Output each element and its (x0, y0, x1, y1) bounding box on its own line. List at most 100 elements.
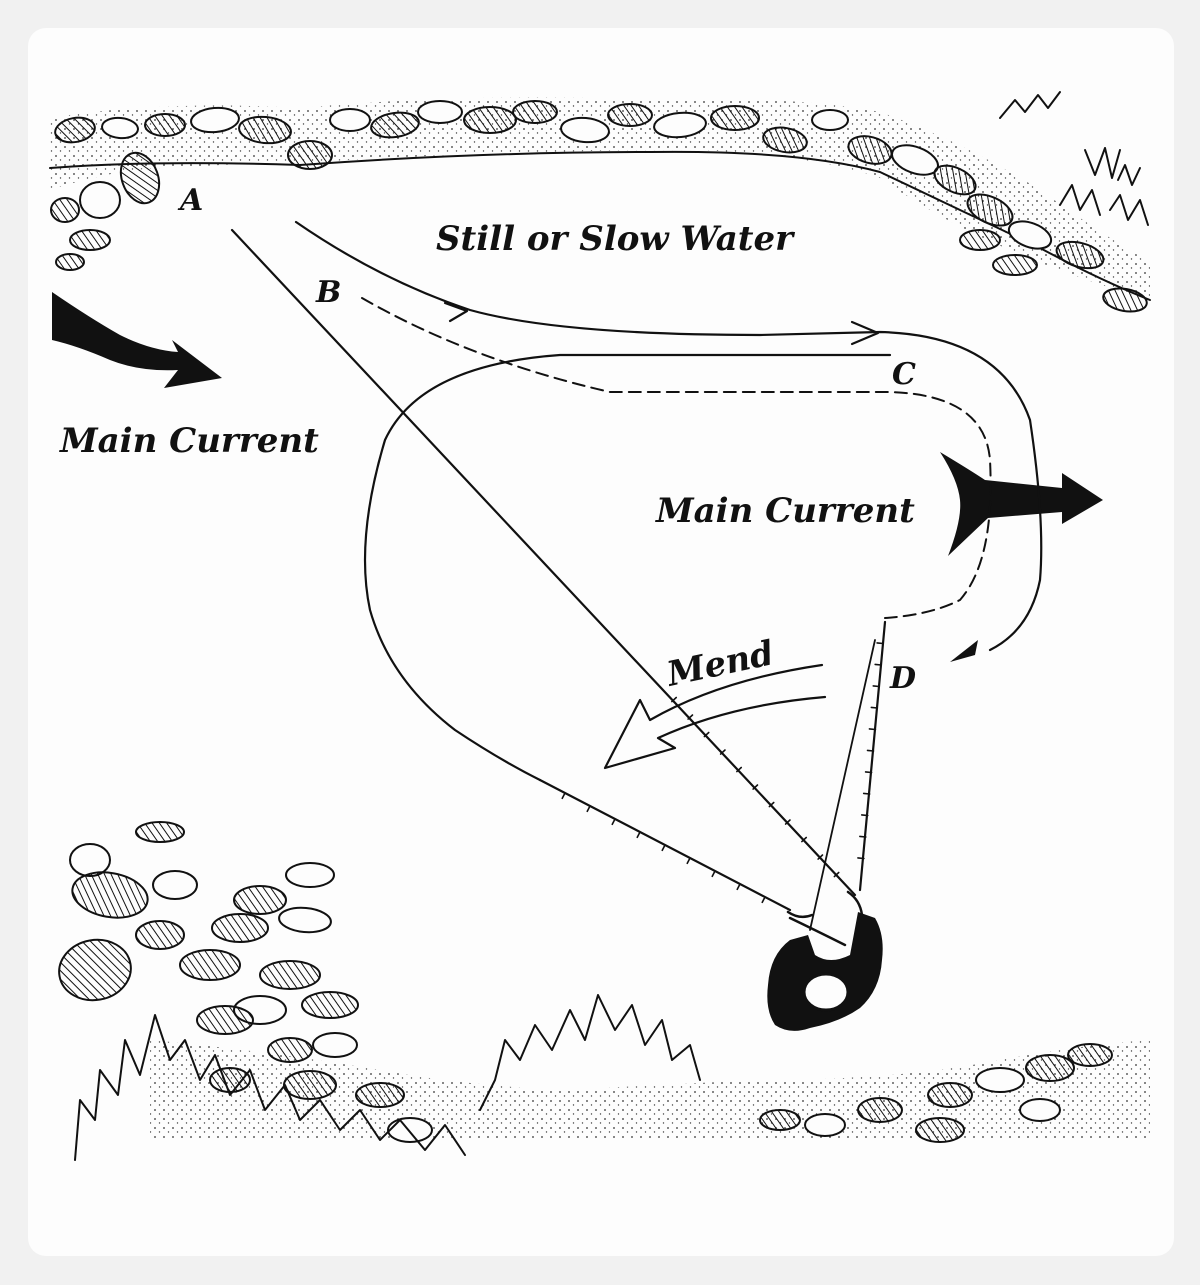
rod-tick (866, 749, 875, 752)
label-main-current-right: Main Current (655, 491, 915, 531)
rod-tick (736, 883, 741, 891)
stone (79, 181, 121, 219)
rod-tick (784, 819, 791, 825)
stone (607, 103, 653, 127)
rod-tick (636, 831, 641, 839)
stone (267, 1037, 313, 1063)
stone (55, 253, 85, 271)
drift-arrowhead-2 (850, 320, 880, 346)
stone (927, 1082, 973, 1108)
angler-hat (802, 972, 850, 1012)
stone (179, 949, 241, 981)
rod-tick (711, 870, 716, 878)
stone (233, 885, 287, 915)
stone (211, 913, 269, 943)
stone (387, 1117, 433, 1143)
stone (370, 111, 420, 139)
stone (992, 254, 1038, 276)
rod-tick (686, 857, 691, 865)
leader-line-d (858, 620, 887, 892)
rod-tick (761, 896, 766, 904)
stone (54, 116, 96, 144)
drift-path (294, 220, 1043, 652)
angler-figure (767, 890, 883, 1031)
dashed-path-b (361, 297, 992, 619)
stone (811, 109, 849, 131)
stone (933, 164, 977, 196)
stone (238, 115, 292, 145)
stone (71, 871, 149, 919)
rod-tick (671, 696, 678, 703)
stone (259, 960, 321, 990)
stone (560, 116, 610, 144)
loop-line-c (363, 353, 892, 782)
top-stones (50, 100, 1148, 313)
cast-line-a (230, 228, 857, 897)
stone (1019, 1098, 1061, 1122)
stone (69, 229, 111, 251)
angler-arm (786, 890, 864, 947)
rod-tick (611, 818, 616, 826)
stone (209, 1067, 251, 1093)
stone (915, 1117, 965, 1143)
rod-tick (833, 871, 840, 878)
rod-tick (736, 766, 743, 773)
bottom-stones (58, 821, 1113, 1143)
stone (653, 111, 707, 139)
top-grass (999, 91, 1149, 226)
stone (329, 108, 371, 132)
stone (762, 126, 808, 154)
stone (512, 100, 558, 124)
stone (804, 1113, 846, 1137)
label-point-a: A (177, 183, 203, 218)
stone (285, 862, 335, 888)
label-main-current-left: Main Current (59, 421, 319, 461)
rod-tick (876, 642, 884, 645)
rod-tick (703, 731, 710, 738)
main-current-arrow-right (940, 452, 1103, 556)
stone (312, 1032, 358, 1058)
rod-tick (857, 857, 865, 860)
label-mend: Mend (663, 633, 778, 695)
stone (301, 991, 359, 1019)
rod-tick-marks (561, 642, 884, 904)
stone (283, 1070, 337, 1100)
stone (69, 843, 111, 877)
stone (959, 229, 1001, 251)
stone (759, 1109, 801, 1131)
rod-tick (719, 749, 726, 755)
stone (975, 1067, 1025, 1093)
stone (135, 920, 185, 950)
stone (417, 100, 463, 124)
stone (190, 106, 240, 134)
rod-tick (687, 714, 694, 720)
rod-tick (768, 801, 775, 808)
rod-tick (864, 771, 873, 774)
stone (144, 113, 186, 137)
stone (966, 193, 1014, 227)
bottom-riverbank (58, 821, 1150, 1161)
stone (463, 106, 517, 134)
stone (101, 116, 139, 140)
bottom-bushes (74, 994, 701, 1161)
rod-tick (561, 792, 566, 800)
drift-arrowhead-3 (950, 640, 978, 662)
label-point-c: C (892, 357, 916, 392)
stone (1067, 1043, 1113, 1067)
stone (196, 1005, 254, 1035)
rod-tick (870, 706, 879, 709)
rod-tick (817, 854, 824, 860)
stone (119, 151, 161, 205)
mend-arrow (603, 663, 827, 770)
stone (278, 906, 332, 934)
top-riverbank (49, 91, 1151, 313)
stone (135, 821, 185, 843)
stone (1025, 1054, 1075, 1082)
drift-arrowhead-1 (443, 301, 469, 323)
rod-tick (586, 805, 591, 813)
stone (355, 1082, 405, 1108)
stone (58, 938, 132, 1002)
rod-tick (868, 728, 877, 731)
